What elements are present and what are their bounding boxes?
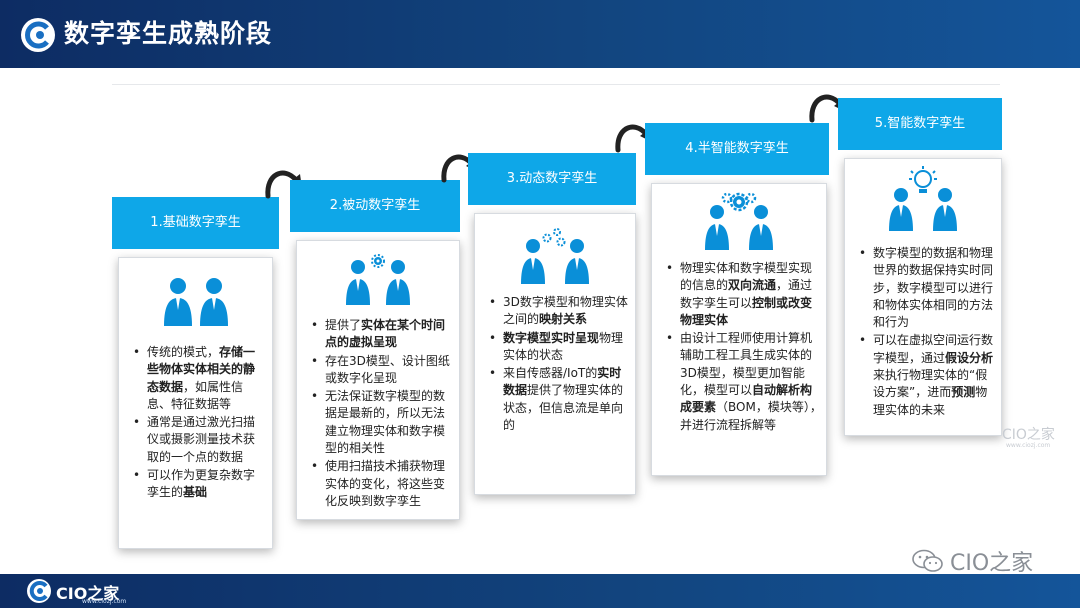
bullet-1-2: 通常是通过激光扫描仪或摄影测量技术获取的一个点的数据	[133, 414, 265, 466]
two-people-icon	[163, 278, 228, 326]
stage-bullets-3: 3D数字模型和物理实体之间的映射关系 数字模型实时呈现物理实体的状态 来自传感器…	[489, 294, 629, 435]
stage-bullets-5: 数字模型的数据和物理世界的数据保持实时同步，数字模型可以进行和物体实体相同的方法…	[859, 245, 999, 420]
stage-bullets-2: 提供了实体在某个时间点的虚拟呈现 存在3D模型、设计图纸或数字化呈现 无法保证数…	[311, 317, 453, 511]
stage-tab-4: 4.半智能数字孪生	[645, 123, 829, 175]
header-bar: 数字孪生成熟阶段	[0, 0, 1080, 68]
bullet-4-2: 由设计工程师使用计算机辅助工程工具生成实体的3D模型，模型更加智能化，模型可以自…	[666, 330, 822, 434]
bullet-2-4: 使用扫描技术捕获物理实体的变化，将这些变化反映到数字孪生	[311, 458, 453, 510]
stage-body-5: 数字模型的数据和物理世界的数据保持实时同步，数字模型可以进行和物体实体相同的方法…	[844, 158, 1002, 436]
cio-logo-icon	[21, 18, 55, 52]
two-people-gear-icon	[346, 254, 410, 305]
wechat-badge: CIO之家	[912, 545, 1033, 577]
stage-body-2: 提供了实体在某个时间点的虚拟呈现 存在3D模型、设计图纸或数字化呈现 无法保证数…	[296, 240, 460, 520]
bullet-5-2: 可以在虚拟空间运行数字模型，通过假设分析来执行物理实体的“假设方案”，进而预测物…	[859, 332, 999, 418]
stage-tab-5: 5.智能数字孪生	[838, 98, 1002, 150]
stage-body-4: 物理实体和数字模型实现的信息的双向流通，通过数字孪生可以控制或改变物理实体 由设…	[651, 183, 827, 476]
bullet-2-1: 提供了实体在某个时间点的虚拟呈现	[311, 317, 453, 352]
stage-tab-2: 2.被动数字孪生	[290, 180, 460, 232]
divider	[112, 84, 1000, 85]
footer-bar: CIO之家 www.ciozj.com	[0, 574, 1080, 608]
bullet-3-2: 数字模型实时呈现物理实体的状态	[489, 330, 629, 365]
stage-card-2: 2.被动数字孪生 提供了实体在某个时间点的虚拟呈现 存在3D模型、设计图纸或数字…	[290, 180, 460, 522]
watermark-url: www.ciozj.com	[1006, 442, 1051, 449]
two-people-gears-icon	[521, 228, 589, 284]
stage-tab-1: 1.基础数字孪生	[112, 197, 279, 249]
bullet-2-2: 存在3D模型、设计图纸或数字化呈现	[311, 353, 453, 388]
stage-body-1: 传统的模式，存储一些物体实体相关的静态数据，如属性信息、特征数据等 通常是通过激…	[118, 257, 273, 549]
footer-url: www.ciozj.com	[82, 598, 127, 605]
bullet-1-1: 传统的模式，存储一些物体实体相关的静态数据，如属性信息、特征数据等	[133, 344, 265, 413]
watermark-name: CIO之家	[1002, 427, 1055, 443]
bullet-1-3: 可以作为更复杂数字孪生的基础	[133, 467, 265, 502]
stage-card-3: 3.动态数字孪生 3D数字模型和物理实体之间的映射关系 数字模型实时呈现物理实体…	[468, 153, 636, 497]
stage-tab-3: 3.动态数字孪生	[468, 153, 636, 205]
stage-card-5: 5.智能数字孪生 数字模型的数据和物理世界的数据保持实时同步，数字模型可以进行和…	[838, 98, 1002, 436]
bullet-2-3: 无法保证数字模型的数据是最新的，所以无法建立物理实体和数字模型的相关性	[311, 388, 453, 457]
bullet-5-1: 数字模型的数据和物理世界的数据保持实时同步，数字模型可以进行和物体实体相同的方法…	[859, 245, 999, 331]
stage-bullets-4: 物理实体和数字模型实现的信息的双向流通，通过数字孪生可以控制或改变物理实体 由设…	[666, 260, 822, 435]
page-title: 数字孪生成熟阶段	[64, 19, 273, 48]
wechat-label: CIO之家	[950, 551, 1034, 576]
cio-logo-icon	[27, 579, 51, 603]
two-people-lightbulb-icon	[889, 166, 957, 231]
stage-body-3: 3D数字模型和物理实体之间的映射关系 数字模型实时呈现物理实体的状态 来自传感器…	[474, 213, 636, 495]
wechat-icon	[912, 549, 943, 572]
bullet-3-3: 来自传感器/IoT的实时数据提供了物理实体的状态，但信息流是单向的	[489, 365, 629, 434]
two-people-multi-gear-icon	[705, 192, 773, 250]
bullet-4-1: 物理实体和数字模型实现的信息的双向流通，通过数字孪生可以控制或改变物理实体	[666, 260, 822, 329]
stage-card-1: 1.基础数字孪生 传统的模式，存储一些物体实体相关的静态数据，如属性信息、特征数…	[112, 197, 279, 553]
bullet-3-1: 3D数字模型和物理实体之间的映射关系	[489, 294, 629, 329]
footer-brand: CIO之家	[56, 584, 120, 603]
stage-bullets-1: 传统的模式，存储一些物体实体相关的静态数据，如属性信息、特征数据等 通常是通过激…	[133, 344, 265, 503]
stage-card-4: 4.半智能数字孪生 物理实体和数字模型实现的信息的双向流通，通过数字孪生可以控制…	[645, 123, 829, 478]
